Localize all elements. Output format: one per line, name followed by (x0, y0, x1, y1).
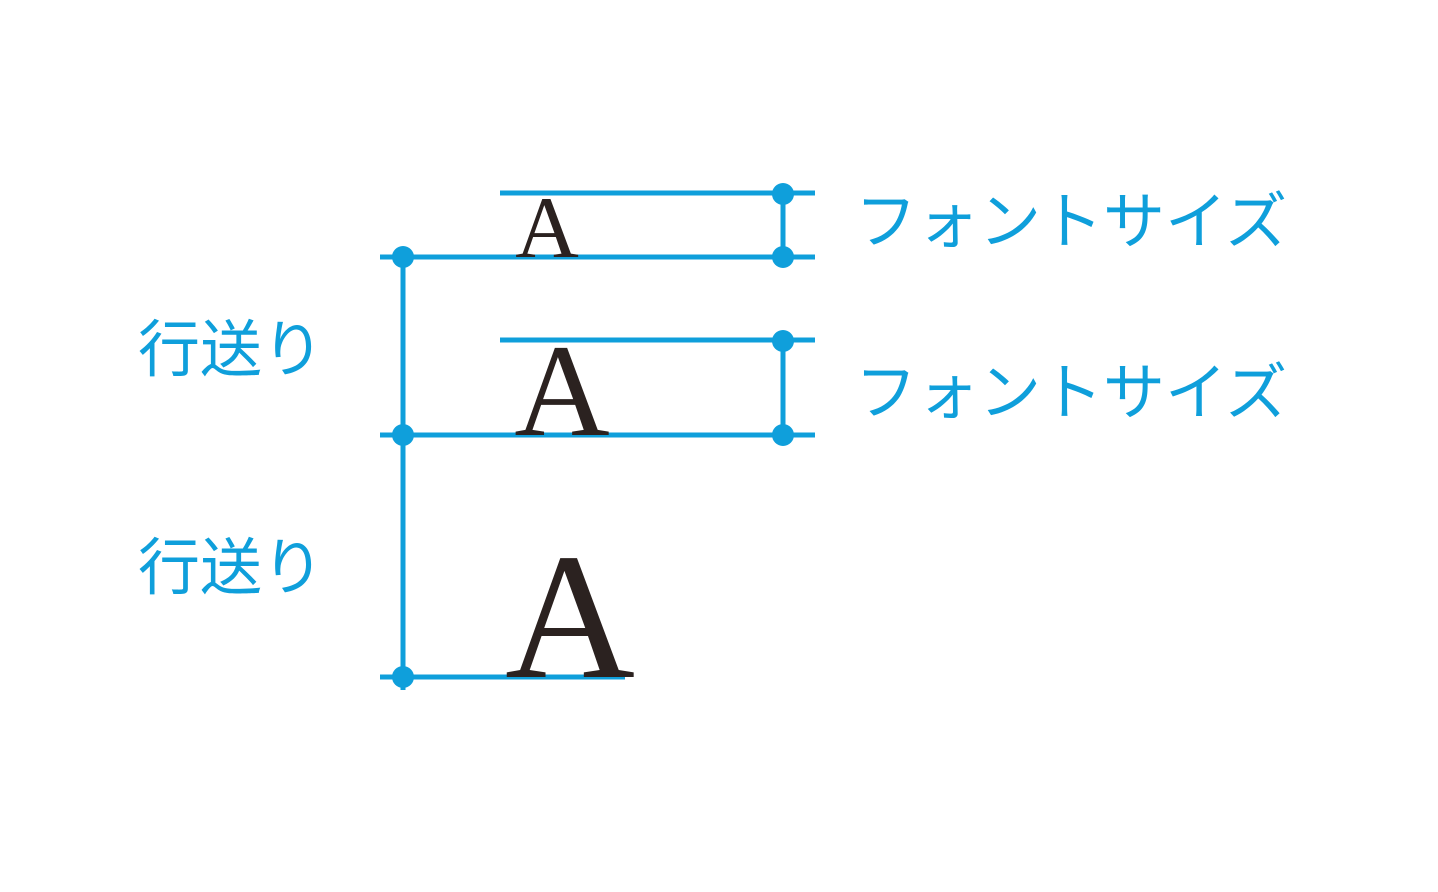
leading-node-top (392, 246, 414, 268)
fontsize-node-2-bottom (772, 424, 794, 446)
fontsize-node-1-top (772, 183, 794, 205)
leading-node-bottom (392, 666, 414, 688)
glyph-sample-medium: A (514, 317, 609, 464)
fontsize-node-1-bottom (772, 246, 794, 268)
annotation-labels-group: フォントサイズ フォントサイズ 行送り 行送り (138, 185, 1287, 604)
fontsize-node-2-top (772, 330, 794, 352)
glyph-samples-group: A A A (505, 180, 635, 716)
leading-node-middle (392, 424, 414, 446)
glyph-sample-small: A (515, 180, 579, 277)
leading-label-2: 行送り (138, 531, 324, 604)
rule-lines-group (380, 190, 815, 680)
font-size-label-1: フォントサイズ (855, 185, 1287, 258)
leading-label-1: 行送り (138, 313, 324, 386)
glyph-sample-large: A (505, 517, 635, 716)
font-size-label-2: フォントサイズ (855, 356, 1287, 429)
node-dots-group (392, 183, 794, 688)
